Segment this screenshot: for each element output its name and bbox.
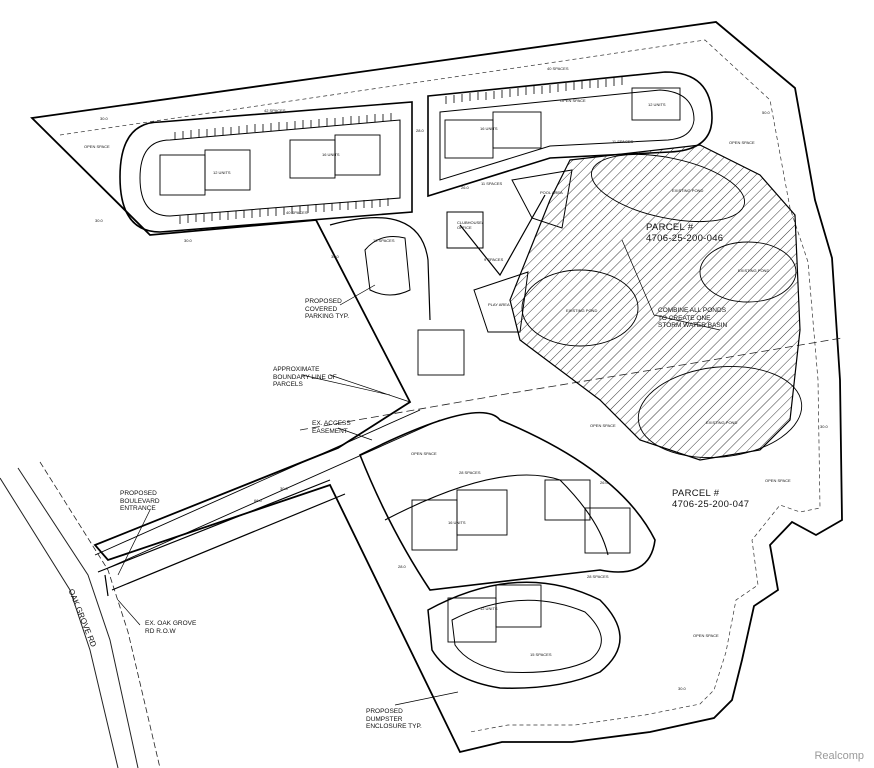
parking-loop-south	[358, 411, 656, 591]
dumpster-callout: PROPOSED DUMPSTER ENCLOSURE TYP.	[366, 708, 422, 730]
spaces-label: 28 SPACES	[587, 574, 609, 579]
units-label: 12 UNITS	[648, 102, 666, 107]
dimension-label: 26.0	[600, 480, 608, 485]
storm-water-area	[509, 144, 801, 461]
oak-grove-rd-edge	[17, 467, 139, 768]
covered-parking-callout: PROPOSED COVERED PARKING TYP.	[305, 298, 350, 320]
spaces-label: 40 SPACES	[286, 210, 308, 215]
boulevard-entrance-callout: PROPOSED BOULEVARD ENTRANCE	[120, 490, 160, 512]
setback-line	[59, 39, 821, 733]
clubhouse-label: CLUBHOUSE/ OFFICE	[457, 220, 484, 230]
combine-ponds-callout: COMBINE ALL PONDS TO CREATE ONE STORM WA…	[658, 307, 728, 329]
dimension-label: 26.0	[461, 185, 469, 190]
boundary-line-callout: APPROXIMATE BOUNDARY LINE OF PARCELS	[273, 366, 337, 388]
units-label: 12 UNITS	[480, 606, 498, 611]
play-area-label: PLAY AREA	[488, 302, 510, 307]
dimension-label: 30.0	[95, 218, 103, 223]
dimension-label: 30.0	[820, 424, 828, 429]
building-units	[159, 87, 681, 643]
dimension-label: 66.0	[254, 498, 262, 503]
pool-area-label: POOL AREA	[540, 190, 563, 195]
existing-pond-label: EXISTING POND	[672, 188, 704, 193]
row-callout: EX. OAK GROVE RD R.O.W	[145, 620, 197, 635]
open-space-label: OPEN SPACE	[560, 98, 586, 103]
dimension-label: 28.0	[398, 564, 406, 569]
open-space-label: OPEN SPACE	[84, 144, 110, 149]
spaces-label: 40 SPACES	[547, 66, 569, 71]
clubhouse	[446, 211, 484, 249]
watermark: Realcomp	[814, 750, 864, 762]
existing-pond-label: EXISTING POND	[706, 420, 738, 425]
units-label: 16 UNITS	[322, 152, 340, 157]
access-easement-callout: EX. ACCESS EASEMENT	[312, 420, 351, 435]
boulevard-entrance	[97, 479, 346, 597]
access-easement	[94, 409, 441, 569]
spaces-label: 28 SPACES	[459, 470, 481, 475]
oak-grove-rd-edge-2	[39, 461, 161, 768]
parcel-046-label: PARCEL #4706-25-200-046	[646, 222, 724, 244]
open-space-label: OPEN SPACE	[765, 478, 791, 483]
spaces-label: 10 SPACES	[373, 238, 395, 243]
existing-ponds	[521, 154, 803, 459]
dimension-label: 30.0	[100, 116, 108, 121]
existing-pond-label: EXISTING POND	[566, 308, 598, 313]
open-space-label: OPEN SPACE	[693, 633, 719, 638]
covered-parking	[364, 236, 411, 296]
property-boundary	[30, 21, 843, 754]
open-space-label: OPEN SPACE	[729, 140, 755, 145]
existing-pond-label: EXISTING POND	[738, 268, 770, 273]
spaces-label: 15 SPACES	[530, 652, 552, 657]
units-label: 12 UNITS	[213, 170, 231, 175]
center-drive	[329, 194, 546, 321]
dimension-label: 30.0	[678, 686, 686, 691]
units-label: 16 UNITS	[480, 126, 498, 131]
open-space-label: OPEN SPACE	[590, 423, 616, 428]
dimension-label: 50.0	[762, 110, 770, 115]
leader-lines	[117, 239, 721, 706]
parcel-047-label: PARCEL #4706-25-200-047	[672, 488, 750, 510]
dimension-label: 30.0	[280, 486, 288, 491]
spaces-label: 42 SPACES	[264, 108, 286, 113]
parking-loop-sw	[427, 581, 621, 689]
spaces-label: 9 SPACES	[484, 257, 504, 262]
dimension-label: 30.0	[184, 238, 192, 243]
open-space-label: OPEN SPACE	[411, 451, 437, 456]
dimension-label: 30.0	[331, 254, 339, 259]
parking-stalls	[174, 77, 623, 224]
units-label: 16 UNITS	[448, 520, 466, 525]
spaces-label: 11 SPACES	[481, 181, 503, 186]
spaces-label: 11 SPACES	[612, 139, 634, 144]
dimension-label: 28.0	[416, 128, 424, 133]
parking-loop-nw	[119, 101, 413, 233]
